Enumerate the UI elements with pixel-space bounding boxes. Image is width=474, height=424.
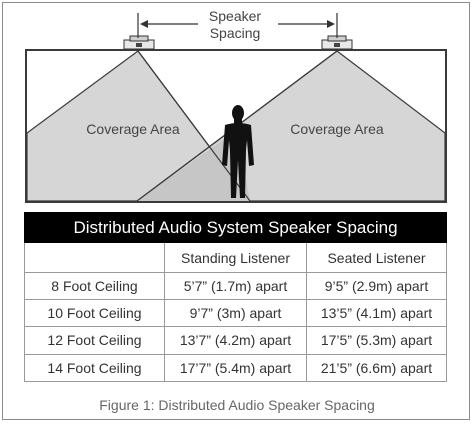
row-label: 8 Foot Ceiling: [24, 271, 165, 301]
speaker-spacing-label-line2: Spacing: [209, 25, 261, 41]
speaker-spacing-label-line1: Speaker: [208, 8, 262, 24]
table-title: Distributed Audio System Speaker Spacing: [24, 211, 447, 244]
coverage-area-right-label: Coverage Area: [290, 121, 384, 137]
row-label: 14 Foot Ceiling: [24, 353, 165, 383]
header-cell-seated: Seated Listener: [306, 242, 447, 273]
seated-cell: 21’5” (6.6m) apart: [306, 353, 447, 383]
coverage-area-left-label: Coverage Area: [86, 121, 180, 137]
table-header-row: Standing Listener Seated Listener: [24, 242, 447, 273]
listener-silhouette-icon: [222, 105, 254, 198]
seated-cell: 17’5” (5.3m) apart: [306, 326, 447, 355]
table-row: 12 Foot Ceiling 13’7” (4.2m) apart 17’5”…: [24, 326, 447, 355]
table-row: 8 Foot Ceiling 5’7” (1.7m) apart 9’5” (2…: [24, 271, 447, 301]
table-row: 14 Foot Ceiling 17’7” (5.4m) apart 21’5”…: [24, 353, 447, 383]
standing-cell: 9’7” (3m) apart: [164, 298, 307, 328]
header-cell-empty: [24, 242, 165, 273]
seated-cell: 9’5” (2.9m) apart: [306, 271, 447, 301]
coverage-overlap: [137, 130, 250, 201]
header-cell-standing: Standing Listener: [164, 242, 307, 273]
seated-cell: 13’5” (4.1m) apart: [306, 298, 447, 328]
spacing-arrow-icon: [137, 13, 338, 38]
speaker-spacing-label: Speaker Spacing: [180, 8, 290, 42]
standing-cell: 13’7” (4.2m) apart: [164, 326, 307, 355]
row-label: 12 Foot Ceiling: [24, 326, 165, 355]
standing-cell: 17’7” (5.4m) apart: [164, 353, 307, 383]
row-label: 10 Foot Ceiling: [24, 298, 165, 328]
figure-caption: Figure 1: Distributed Audio Speaker Spac…: [99, 397, 375, 413]
speaker-coverage-diagram: [25, 13, 447, 203]
table-title-row: Distributed Audio System Speaker Spacing: [24, 211, 447, 244]
standing-cell: 5’7” (1.7m) apart: [164, 271, 307, 301]
table-row: 10 Foot Ceiling 9’7” (3m) apart 13’5” (4…: [24, 298, 447, 328]
speaker-left-icon: [123, 35, 155, 50]
speaker-spacing-table: Distributed Audio System Speaker Spacing…: [24, 211, 447, 383]
